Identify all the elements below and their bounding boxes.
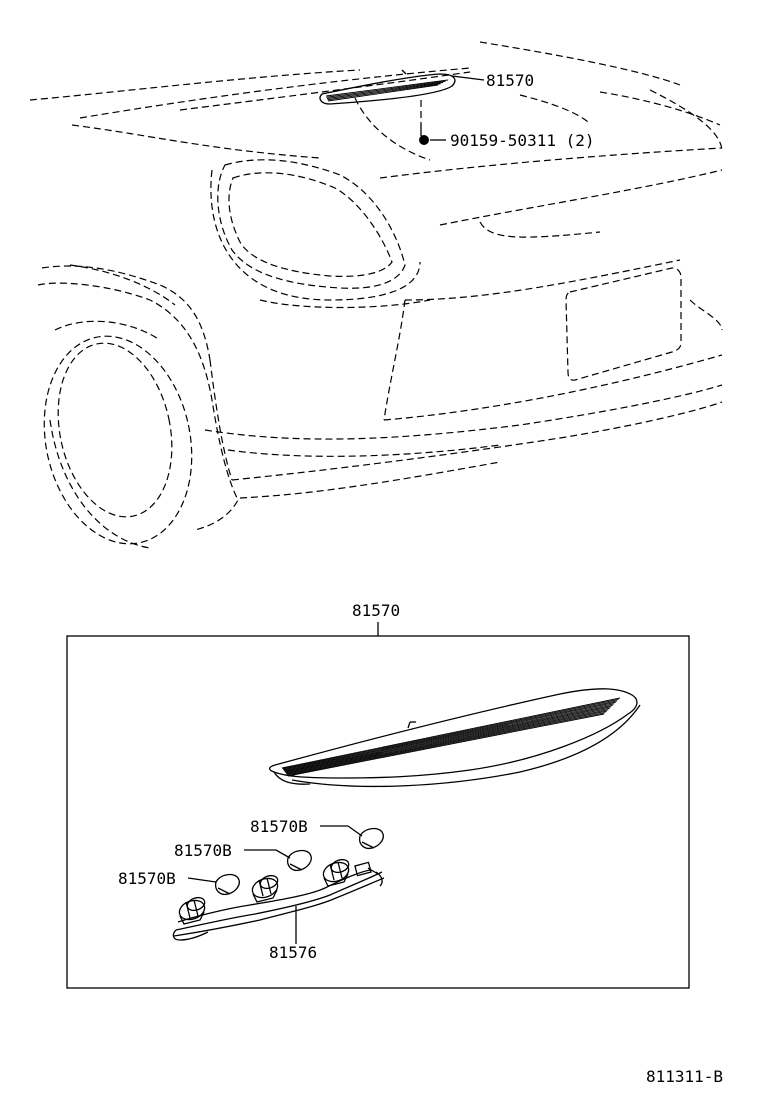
car-rear-illustration [29, 41, 723, 549]
hatch-line [284, 704, 613, 773]
socket-icon-2 [251, 874, 279, 903]
hatch-line [283, 701, 616, 771]
stop-lamp-lens [268, 688, 641, 788]
socket-icon-3 [322, 858, 350, 887]
hatch-line [284, 703, 615, 772]
bulb-icon-3 [214, 873, 240, 896]
detail-frame [66, 635, 690, 989]
hatch-line [325, 79, 449, 97]
hatch-line [281, 697, 621, 769]
hatch-line [282, 699, 619, 770]
hatch-line [287, 712, 606, 776]
leader-lamp-top [451, 75, 485, 81]
callout-socket-wire: 81576 [269, 943, 317, 962]
figure-number: 811311-B [646, 1067, 723, 1086]
callout-bulb-3: 81570B [118, 869, 176, 888]
hatch-line [326, 82, 444, 99]
callout-lamp-top: 81570 [486, 71, 534, 90]
hatch-line [283, 700, 618, 770]
hatch-line [327, 84, 439, 102]
callout-screw: 90159-50311 (2) [450, 131, 595, 150]
callout-bulb-2: 81570B [174, 841, 232, 860]
hatch-line [327, 83, 441, 101]
hatch-line [326, 80, 446, 98]
leader-bulb-2 [244, 849, 291, 859]
hatch-line [286, 709, 609, 775]
high-mount-lamp-on-car [319, 69, 456, 105]
bulb-icon-2 [286, 849, 312, 872]
hatch-line [287, 713, 605, 777]
callout-bulb-1: 81570B [250, 817, 308, 836]
leader-bulb-3 [187, 877, 217, 883]
bulb-icon-1 [358, 827, 384, 850]
connector-icon [354, 861, 383, 887]
socket-wire-harness [172, 858, 385, 941]
detail-title: 81570 [352, 601, 400, 620]
socket-icon-1 [178, 896, 206, 925]
leader-bulb-1 [320, 825, 363, 837]
hatch-line [285, 707, 610, 774]
hatch-line [285, 706, 612, 773]
hatch-line [286, 710, 607, 775]
screw-icon [419, 100, 429, 145]
